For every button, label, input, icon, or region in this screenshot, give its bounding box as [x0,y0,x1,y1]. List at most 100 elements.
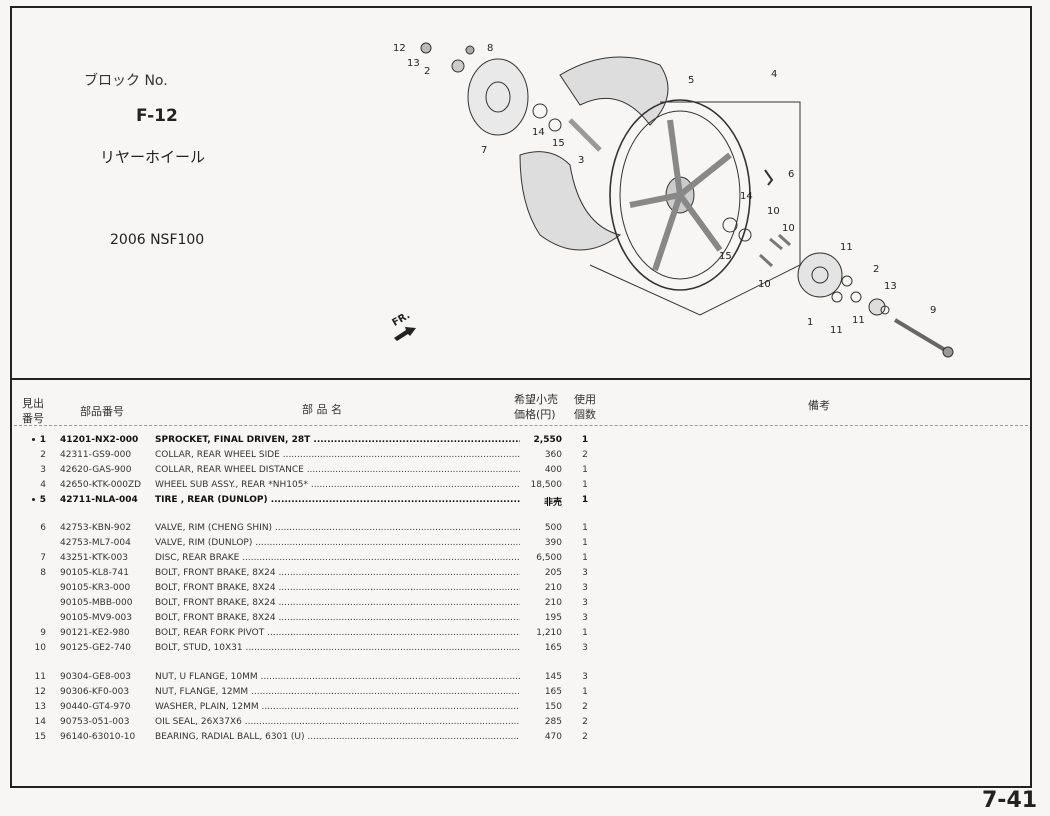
callout: 10 [767,206,780,217]
axle-bolt [893,318,947,352]
part-price: 285 [544,717,562,727]
part-name: BOLT, FRONT BRAKE, 8X24 [155,613,520,623]
part-number: 41201-NX2-000 [60,435,139,445]
callout: 3 [578,155,584,166]
part-name: COLLAR, REAR WHEEL DISTANCE [155,465,520,475]
callout: 10 [782,223,795,234]
part-number: 90121-KE2-980 [60,628,130,638]
col-header-qty: 使用 個数 [574,393,596,421]
ref-cell: 4 [20,480,46,490]
direction-arrow-icon [394,327,416,341]
part-price: 470 [544,732,562,742]
ref-number: 15 [34,732,46,742]
ref-number: 11 [34,672,46,682]
part-price: 205 [544,568,562,578]
part-price: 18,500 [530,480,563,490]
part-name: VALVE, RIM (DUNLOP) [155,538,520,548]
part-qty: 1 [581,435,589,445]
col-header-notes: 備考 [808,399,830,412]
callout: 13 [884,281,897,292]
part-number: 90306-KF0-003 [60,687,130,697]
tire-lower [519,151,622,251]
part-number: 42753-ML7-004 [60,538,131,548]
new-part-marker-icon [31,498,35,501]
part-qty: 3 [582,568,588,578]
part-number: 43251-KTK-003 [60,553,128,563]
part-number: 90125-GE2-740 [60,643,132,653]
ref-number: 5 [39,495,46,505]
ref-cell: 15 [20,732,46,742]
part-number: 90105-MBB-000 [60,598,133,608]
part-name: NUT, U FLANGE, 10MM [155,672,520,682]
section-divider [10,378,1032,380]
part-name: BOLT, FRONT BRAKE, 8X24 [155,598,520,608]
part-price: 210 [544,598,562,608]
part-name: TIRE , REAR (DUNLOP) [155,495,520,505]
part-qty: 1 [582,523,588,533]
block-title: リヤーホイール [100,148,206,166]
part-price: 1,210 [536,628,562,638]
callout: 11 [840,242,853,253]
callout: 2 [873,264,879,275]
part-price: 195 [544,613,562,623]
model-name: 2006 NSF100 [110,232,205,248]
part-qty: 2 [582,450,588,460]
part-qty: 2 [582,717,588,727]
col-header-ref: 見出 番号 [22,397,44,425]
part-price: 145 [544,672,562,682]
block-label: ブロック No. [84,73,168,89]
ref-cell: 13 [20,702,46,712]
part-price: 150 [544,702,562,712]
page-frame [10,6,1032,788]
part-price: 400 [544,465,562,475]
part-name: BOLT, REAR FORK PIVOT [155,628,520,638]
part-number: 96140-63010-10 [60,732,136,742]
col-header-price: 希望小売 価格(円) [514,393,558,421]
ref-number: 9 [40,628,46,638]
part-qty: 3 [582,643,588,653]
part-qty: 1 [582,480,588,490]
axle-collar [568,118,602,152]
part-qty: 3 [582,613,588,623]
ref-number: 10 [34,643,46,653]
part-name: COLLAR, REAR WHEEL SIDE [155,450,520,460]
part-qty: 2 [582,702,588,712]
tire-upper [559,56,669,126]
part-number: 42753-KBN-902 [60,523,132,533]
callout: 10 [758,279,771,290]
part-qty: 3 [582,672,588,682]
header-separator [14,425,1028,426]
part-name: NUT, FLANGE, 12MM [155,687,520,697]
part-qty: 1 [582,465,588,475]
ref-cell: 10 [20,643,46,653]
ref-cell: 5 [20,495,46,505]
part-name: WASHER, PLAIN, 12MM [155,702,520,712]
part-name: VALVE, RIM (CHENG SHIN) [155,523,520,533]
ref-cell: 7 [20,553,46,563]
part-price: 165 [544,687,562,697]
callout: 11 [830,325,843,336]
part-name: OIL SEAL, 26X37X6 [155,717,520,727]
part-qty: 3 [582,583,588,593]
part-qty: 1 [582,538,588,548]
ref-cell: 14 [20,717,46,727]
callout: 13 [407,58,420,69]
part-number: 90105-KR3-000 [60,583,131,593]
part-price: 165 [544,643,562,653]
part-number: 42711-NLA-004 [60,495,138,505]
ref-number: 1 [39,435,46,445]
part-name: WHEEL SUB ASSY., REAR *NH105* [155,480,520,490]
callout: 5 [688,75,694,86]
callout: 14 [532,127,545,138]
ref-number: 8 [40,568,46,578]
part-price: 6,500 [536,553,562,563]
part-name: DISC, REAR BRAKE [155,553,520,563]
part-price: 390 [544,538,562,548]
part-price: 210 [544,583,562,593]
part-price: 2,550 [533,435,562,445]
brake-disc [467,58,529,136]
part-name: BEARING, RADIAL BALL, 6301 (U) [155,732,520,742]
part-number: 42620-GAS-900 [60,465,132,475]
part-number: 90304-GE8-003 [60,672,132,682]
part-name: SPROCKET, FINAL DRIVEN, 28T [155,435,520,445]
